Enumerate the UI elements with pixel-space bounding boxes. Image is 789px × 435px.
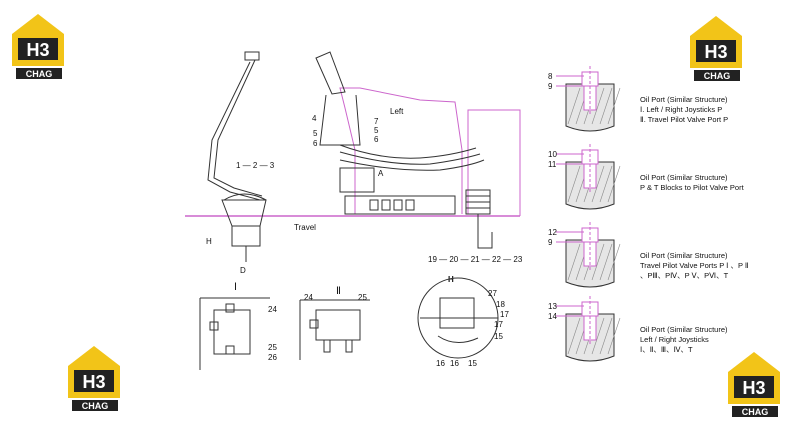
travel-lever-inner bbox=[213, 59, 263, 197]
hose-3 bbox=[339, 159, 485, 171]
svg-text:27: 27 bbox=[488, 289, 497, 298]
svg-text:15: 15 bbox=[494, 332, 503, 341]
num-5a: 5 bbox=[313, 129, 318, 138]
view2-title: Ⅱ bbox=[336, 286, 341, 297]
port-num-top: 13 bbox=[548, 302, 557, 311]
lever-grip bbox=[244, 51, 260, 61]
valve-block bbox=[339, 167, 375, 193]
port-title: Oil Port (Similar Structure) bbox=[640, 325, 728, 334]
logo-top-left: H3 CHAG bbox=[12, 14, 64, 79]
logo-sub: CHAG bbox=[82, 401, 109, 411]
port-line-1: Left / Right Joysticks bbox=[640, 335, 709, 344]
label-a: A bbox=[378, 169, 384, 178]
view1-title: Ⅰ bbox=[234, 282, 237, 293]
pedal-base bbox=[221, 199, 267, 227]
logo-text: H3 bbox=[742, 378, 765, 398]
svg-text:18: 18 bbox=[496, 300, 505, 309]
port-num-bottom: 11 bbox=[548, 160, 557, 169]
detail-view-1: Ⅰ 24 25 26 bbox=[199, 282, 277, 370]
port-num-top: 10 bbox=[548, 150, 557, 159]
joystick-grip bbox=[315, 51, 346, 95]
label-d: D bbox=[240, 266, 246, 275]
logo-bottom-right: H3 CHAG bbox=[728, 352, 780, 417]
svg-text:26: 26 bbox=[268, 353, 277, 362]
hose-2 bbox=[339, 151, 481, 165]
port-line-2: Ⅱ. Travel Pilot Valve Port P bbox=[640, 115, 728, 124]
logo-text: H3 bbox=[26, 40, 49, 60]
logo-text: H3 bbox=[704, 42, 727, 62]
svg-text:25: 25 bbox=[358, 293, 367, 302]
boot bbox=[223, 193, 267, 201]
main-view bbox=[185, 51, 521, 262]
num-7: 7 bbox=[374, 117, 379, 126]
port-line-1: Ⅰ. Left / Right Joysticks P bbox=[640, 105, 722, 114]
svg-text:24: 24 bbox=[304, 293, 313, 302]
svg-text:25: 25 bbox=[268, 343, 277, 352]
port-title: Oil Port (Similar Structure) bbox=[640, 173, 728, 182]
logo-top-right: H3 CHAG bbox=[690, 16, 742, 81]
svg-text:24: 24 bbox=[268, 305, 277, 314]
port-title: Oil Port (Similar Structure) bbox=[640, 251, 728, 260]
logo-bottom-left: H3 CHAG bbox=[68, 346, 120, 411]
svg-text:16: 16 bbox=[450, 359, 459, 368]
port-num-top: 8 bbox=[548, 72, 553, 81]
svg-text:17: 17 bbox=[500, 310, 509, 319]
port-num-bottom: 9 bbox=[548, 82, 553, 91]
hose-1 bbox=[339, 144, 477, 159]
callout-1-2-3: 1 — 2 — 3 bbox=[236, 161, 275, 170]
svg-text:16: 16 bbox=[436, 359, 445, 368]
bellows bbox=[465, 189, 491, 215]
port-line-2: Ⅰ、Ⅱ、Ⅲ、Ⅳ、T bbox=[640, 345, 693, 354]
svg-text:17: 17 bbox=[494, 320, 503, 329]
port-line-2: 、PⅢ、PⅣ、P Ⅴ、PⅥ、T bbox=[640, 271, 729, 280]
num-5b: 5 bbox=[374, 126, 379, 135]
port-title: Oil Port (Similar Structure) bbox=[640, 95, 728, 104]
label-travel: Travel bbox=[294, 223, 316, 232]
port-line-1: P & T Blocks to Pilot Valve Port bbox=[640, 183, 745, 192]
port-line-1: Travel Pilot Valve Ports P Ⅰ 、P Ⅱ bbox=[640, 261, 749, 270]
port-num-bottom: 9 bbox=[548, 238, 553, 247]
port-num-top: 12 bbox=[548, 228, 557, 237]
svg-text:15: 15 bbox=[468, 359, 477, 368]
num-4: 4 bbox=[312, 114, 317, 123]
logo-sub: CHAG bbox=[742, 407, 769, 417]
console-outline bbox=[339, 87, 463, 214]
pipe bbox=[477, 214, 493, 249]
detail-view-h: H 27 18 17 17 15 16 16 15 bbox=[417, 275, 509, 368]
seat-back bbox=[467, 109, 521, 216]
label-h: H bbox=[206, 237, 212, 246]
pt-block bbox=[344, 195, 456, 215]
label-left: Left bbox=[390, 107, 404, 116]
detail-view-2: Ⅱ 24 25 bbox=[299, 286, 370, 360]
logo-sub: CHAG bbox=[26, 69, 53, 79]
callout-19-23: 19 — 20 — 21 — 22 — 23 bbox=[428, 255, 523, 264]
joystick-body bbox=[319, 94, 361, 146]
port-num-bottom: 14 bbox=[548, 312, 557, 321]
num-6a: 6 bbox=[313, 139, 318, 148]
logo-text: H3 bbox=[82, 372, 105, 392]
logo-sub: CHAG bbox=[704, 71, 731, 81]
svg-text:H: H bbox=[448, 275, 454, 284]
num-6b: 6 bbox=[374, 135, 379, 144]
travel-valve bbox=[231, 225, 261, 247]
